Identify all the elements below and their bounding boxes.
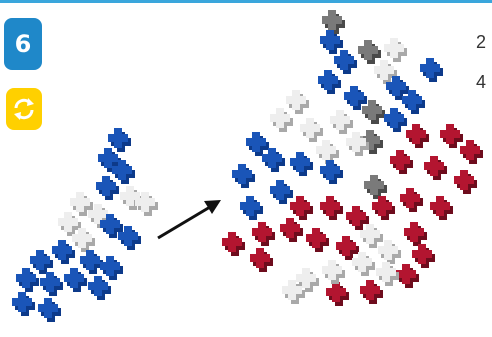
assembled-model xyxy=(222,10,483,306)
direction-arrow xyxy=(158,200,221,238)
sub-assembly xyxy=(12,128,158,322)
